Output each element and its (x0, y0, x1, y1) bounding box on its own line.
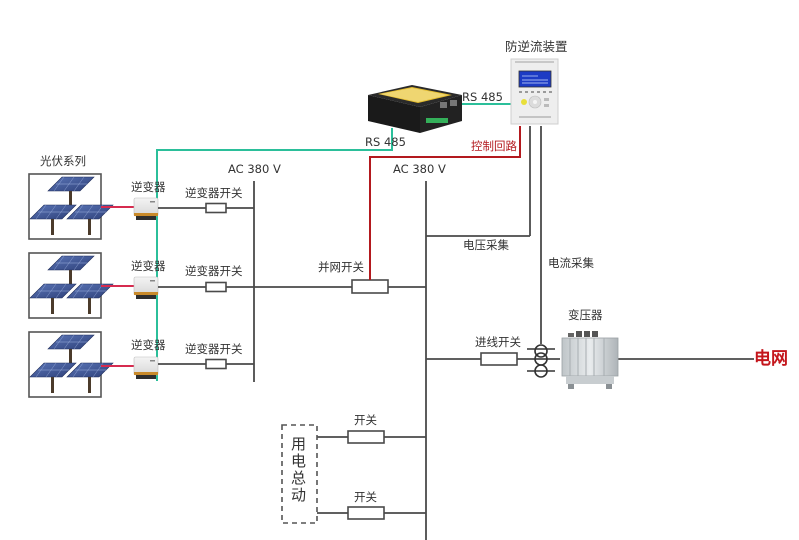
control-loop-line (369, 126, 521, 280)
load-label: 用电总动 (289, 436, 307, 504)
inverter-label-2: 逆变器 (131, 259, 166, 273)
transformer-icon (561, 331, 619, 389)
inverter-switch-1[interactable] (205, 202, 227, 214)
grid-tie-switch-label: 并网开关 (318, 260, 364, 274)
pv-bus-label: AC 380 V (228, 162, 281, 176)
control-loop-label: 控制回路 (471, 139, 517, 153)
voltage-sampling-label: 电压采集 (463, 238, 509, 252)
pv-series-label: 光伏系列 (40, 154, 86, 168)
current-sampling-label: 电流采集 (548, 256, 594, 270)
pv-array-2 (28, 252, 114, 319)
inverter-switch-label-3: 逆变器开关 (185, 342, 243, 356)
grid-tie-switch[interactable] (351, 279, 389, 294)
pv-array-1 (28, 173, 114, 240)
transformer-label: 变压器 (568, 308, 603, 322)
load-switch-2[interactable] (347, 506, 385, 520)
inverter-icon (133, 197, 159, 221)
rs485-label-mid: RS 485 (365, 135, 406, 149)
pv-array-3 (28, 331, 114, 398)
inverter-label-1: 逆变器 (131, 180, 166, 194)
main-bus-label: AC 380 V (393, 162, 446, 176)
inverter-label-3: 逆变器 (131, 338, 166, 352)
inverter-icon (133, 276, 159, 300)
inverter-switch-2[interactable] (205, 281, 227, 293)
rs485-line-inverters (156, 128, 393, 381)
load-switch-label-1: 开关 (354, 413, 377, 427)
load-box (281, 424, 318, 524)
communication-gateway-icon (368, 85, 462, 133)
rs485-label-top: RS 485 (462, 90, 503, 104)
protection-relay-icon (510, 58, 559, 125)
load-switch-label-2: 开关 (354, 490, 377, 504)
load-switch-1[interactable] (347, 430, 385, 444)
inverter-icon (133, 356, 159, 380)
incoming-switch[interactable] (480, 352, 518, 366)
inverter-switch-label-1: 逆变器开关 (185, 186, 243, 200)
current-transformer-icon (527, 344, 555, 378)
grid-label: 电网 (754, 349, 788, 369)
incoming-switch-label: 进线开关 (475, 335, 521, 349)
inverter-switch-label-2: 逆变器开关 (185, 264, 243, 278)
inverter-switch-3[interactable] (205, 358, 227, 370)
anti-backflow-device-label: 防逆流装置 (505, 39, 568, 54)
